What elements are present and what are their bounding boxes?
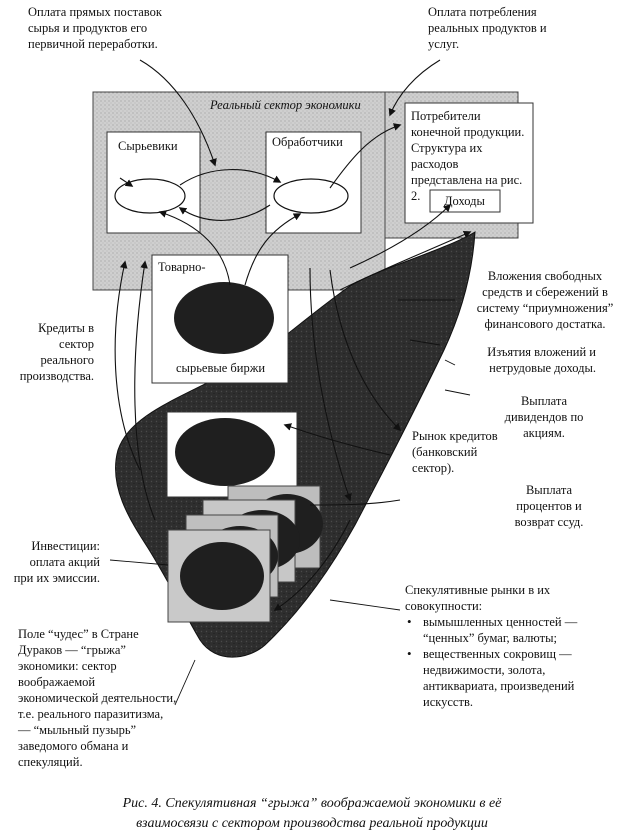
- label-consumers: Потребители конечной продукции. Структур…: [411, 109, 525, 203]
- label-direct-supply-payment: Оплата прямых поставок сырья и продуктов…: [28, 5, 162, 51]
- label-field-of-wonders: Поле “чудес” в Стране Дураков — “грыжа” …: [18, 627, 177, 769]
- label-income: Доходы: [444, 194, 485, 208]
- obrabotchiki-cycle: [273, 178, 349, 214]
- figure-caption-line1: Рис. 4. Спекулятивная “грыжа” воображаем…: [122, 796, 502, 811]
- label-consumption-payment: Оплата потребления реальных продуктов и …: [428, 5, 547, 51]
- label-investments-shares: Инвестиции: оплата акций при их эмиссии.: [13, 539, 100, 585]
- market-ellipse-1: [180, 542, 264, 610]
- syryeviki-cycle: [114, 178, 186, 214]
- speculative-markets: Спекулятивные рынки в их совокупности: в…: [405, 582, 605, 710]
- label-interest: Выплата процентов и возврат ссуд.: [514, 483, 584, 529]
- speculative-item-1: вымышленных ценностей — “ценных” бумаг, …: [407, 614, 605, 646]
- credit-market-ellipse: [175, 418, 275, 486]
- label-credits: Кредиты в сектор реального производства.: [19, 321, 94, 383]
- label-syryeviki: Сырьевики: [118, 139, 178, 153]
- speculative-item-2: вещественных сокровищ — недвижимости, зо…: [407, 646, 605, 710]
- label-investments-in: Вложения свободных средств и сбережений …: [476, 269, 614, 331]
- label-credit-market: Рынок кредитов (банковский сектор).: [412, 429, 498, 475]
- label-dividends: Выплата дивидендов по акциям.: [504, 394, 584, 440]
- label-withdrawals: Изъятия вложений и нетрудовые доходы.: [487, 345, 596, 375]
- label-exchange-bottom: сырьевые биржи: [176, 361, 266, 375]
- figure-caption-line2: взаимосвязи с сектором производства реал…: [136, 816, 488, 831]
- label-exchange-top: Товарно-: [158, 260, 206, 274]
- leader-lines: [109, 359, 471, 706]
- label-obrabotchiki: Обработчики: [272, 135, 343, 149]
- flow-arrows: [114, 59, 472, 611]
- obrabotchiki-box: [265, 131, 362, 234]
- label-real-sector: Реальный сектор экономики: [210, 98, 361, 112]
- speculative-title: Спекулятивные рынки в их совокупности:: [405, 583, 551, 613]
- exchange-ellipse: [174, 282, 274, 354]
